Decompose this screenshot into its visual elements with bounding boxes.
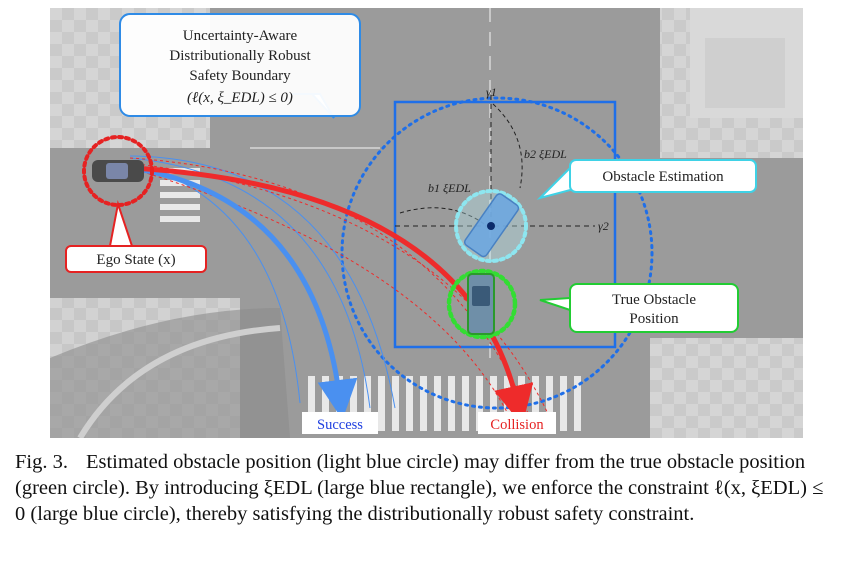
gamma1-label: γ1 [486, 85, 497, 99]
boundary-line-2: Distributionally Robust [169, 48, 311, 64]
ego-state-label: Ego State (x) [96, 252, 175, 268]
b1-arc [399, 207, 488, 227]
boundary-callout: Uncertainty-Aware Distributionally Robus… [119, 13, 361, 117]
gamma2-label: γ2 [598, 219, 609, 233]
boundary-line-1: Uncertainty-Aware [183, 28, 298, 44]
estimated-obstacle [454, 189, 528, 263]
b2-label: b2 ξEDL [524, 147, 567, 161]
success-label: Success [317, 417, 363, 433]
success-path [131, 165, 358, 420]
robust-safety-circle [340, 96, 654, 410]
boundary-line-4: (ℓ(x, ξ_EDL) ≤ 0) [187, 90, 293, 106]
true-obstacle-callout: True Obstacle Position [569, 283, 739, 333]
true-obstacle-line-1: True Obstacle [612, 292, 696, 308]
figure-caption: Fig. 3.Estimated obstacle position (ligh… [15, 449, 835, 527]
ego-car [82, 135, 154, 207]
obstacle-estimation-label: Obstacle Estimation [602, 169, 724, 185]
caption-label: Fig. 3. [15, 451, 68, 473]
success-label-bg [302, 412, 378, 434]
collision-label-bg [478, 412, 556, 434]
scene-svg: Uncertainty-Aware Distributionally Robus… [50, 8, 803, 438]
collision-path [131, 165, 534, 426]
obstacle-estimation-callout: Obstacle Estimation [569, 159, 757, 193]
b2-arc [492, 103, 523, 189]
edl-rectangle [393, 100, 617, 349]
b1-label: b1 ξEDL [428, 181, 471, 195]
figure-illustration: Uncertainty-Aware Distributionally Robus… [50, 8, 803, 438]
caption-text: Estimated obstacle position (light blue … [15, 451, 824, 525]
true-obstacle-line-2: Position [629, 311, 679, 327]
true-obstacle [446, 268, 518, 340]
ego-state-callout: Ego State (x) [65, 245, 207, 273]
estimate-center-dot [487, 222, 495, 230]
collision-label: Collision [490, 417, 544, 433]
boundary-line-3: Safety Boundary [189, 68, 291, 84]
